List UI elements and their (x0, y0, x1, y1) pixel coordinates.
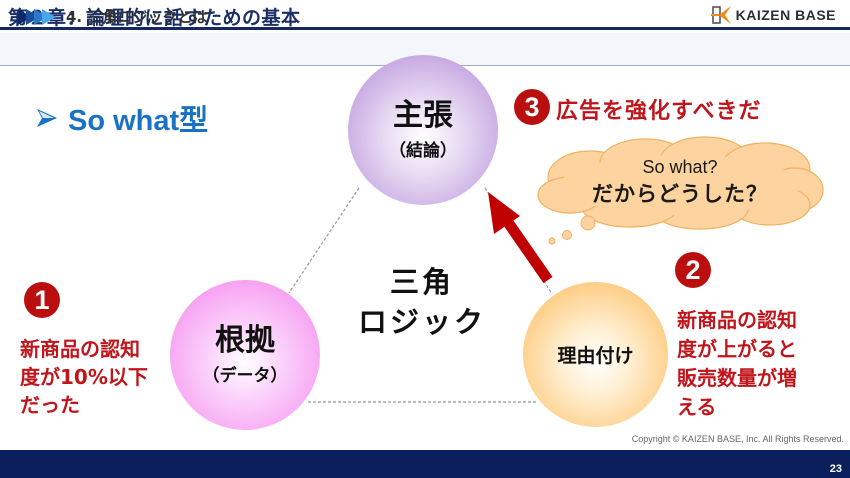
data-title: 根拠 (215, 323, 275, 358)
thought-bubble-text: So what? だからどうした？ (560, 155, 800, 209)
triple-arrow-icon (18, 9, 56, 25)
data-statement: 新商品の認知 度が10%以下 だった (20, 335, 148, 419)
triangle-logic-label: 三角 ロジック (352, 262, 492, 342)
badge-1: 1 (24, 282, 60, 318)
claim-subtitle: （結論） (389, 141, 457, 161)
center-label-line-2: ロジック (357, 305, 486, 339)
warrant-node: 理由付け (523, 282, 668, 427)
claim-title: 主張 (393, 98, 453, 133)
data-subtitle: （データ） (202, 366, 288, 386)
logo-text: KAIZEN BASE (735, 7, 836, 23)
data-line-3: だった (20, 393, 80, 417)
claim-statement: 広告を強化すべきだ (556, 99, 762, 124)
footer-bar (0, 450, 850, 478)
badge-3: 3 (514, 89, 550, 125)
company-logo: KAIZEN BASE (710, 5, 836, 25)
heading-text: So what型 (68, 105, 209, 137)
section-title: 4. 三角ロジックとは (66, 8, 208, 26)
warrant-title: 理由付け (557, 345, 634, 367)
red-up-arrow-icon (488, 192, 553, 284)
center-label-line-1: 三角 (389, 265, 454, 299)
chapter-title: 第２章：論理的に話すための基本 (8, 7, 301, 29)
copyright-notice: Copyright © KAIZEN BASE, Inc. All Rights… (631, 434, 844, 444)
warrant-line-2: 度が上がると (677, 337, 797, 361)
warrant-line-3: 販売数量が増 (677, 366, 797, 390)
data-line-1: 新商品の認知 (20, 337, 140, 361)
slide-heading: So what型 (36, 97, 208, 139)
arrowhead-bullet-icon (37, 109, 57, 127)
claim-node: 主張 （結論） (348, 55, 498, 205)
badge-2: 2 (675, 252, 711, 288)
warrant-statement: 新商品の認知 度が上がると 販売数量が増 える (677, 306, 797, 422)
so-what-jp-text: だからどうした？ (592, 182, 768, 206)
data-line-2: 度が10%以下 (20, 365, 148, 389)
warrant-line-4: える (677, 395, 717, 419)
warrant-line-1: 新商品の認知 (677, 308, 797, 332)
thought-bubble-cloud (537, 136, 824, 245)
page-number: 23 (829, 463, 842, 475)
so-what-text: So what? (642, 157, 718, 177)
kaizen-logo-icon (710, 6, 731, 24)
title-bar (0, 0, 850, 30)
data-node: 根拠 （データ） (170, 280, 320, 430)
